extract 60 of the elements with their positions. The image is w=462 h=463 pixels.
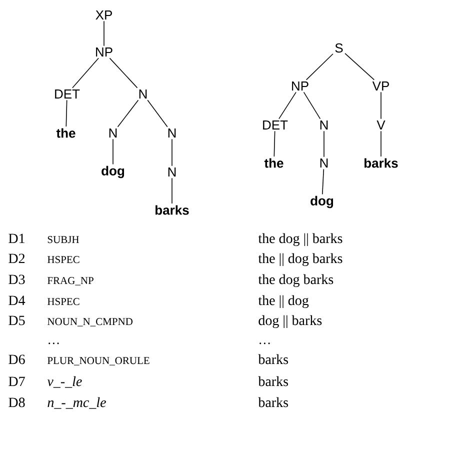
category-label: N bbox=[168, 168, 176, 176]
ellipsis: … bbox=[260, 342, 270, 344]
category-label: NP bbox=[96, 48, 112, 56]
category-label: V bbox=[376, 120, 386, 130]
word-label: barks bbox=[156, 205, 189, 215]
derivation-number: D4 bbox=[8, 296, 26, 306]
tree-branch bbox=[306, 53, 334, 80]
rule-name: HSPEC bbox=[48, 256, 80, 264]
tree-branch bbox=[274, 130, 276, 157]
tree-branch bbox=[72, 58, 99, 88]
category-label: N bbox=[320, 158, 328, 168]
category-label: N bbox=[109, 128, 117, 138]
derivation-number: D1 bbox=[8, 234, 24, 244]
rule-name: HSPEC bbox=[48, 298, 80, 306]
derivation-number: D8 bbox=[8, 398, 25, 408]
bracketed-string: the dog barks bbox=[258, 274, 334, 288]
word-label: barks bbox=[364, 158, 398, 168]
tree-branch bbox=[66, 100, 68, 127]
derivation-number: D7 bbox=[8, 376, 25, 386]
tree-branch bbox=[117, 100, 139, 128]
tree-branch bbox=[278, 92, 296, 120]
tree-branch bbox=[322, 168, 324, 195]
bracketed-string: barks bbox=[258, 376, 288, 386]
tree-branch bbox=[380, 130, 382, 157]
category-label: NP bbox=[292, 82, 308, 90]
rule-name: SUBJH bbox=[48, 236, 79, 244]
tree-branch bbox=[344, 53, 375, 80]
category-label: VP bbox=[372, 82, 389, 90]
tree-branch bbox=[109, 58, 138, 88]
rule-name: NOUN_N_CMPND bbox=[48, 318, 132, 326]
ellipsis: … bbox=[48, 342, 59, 344]
category-label: N bbox=[320, 120, 328, 130]
bracketed-string: barks bbox=[258, 397, 288, 408]
word-label: dog bbox=[102, 166, 124, 178]
bracketed-string: the || dog barks bbox=[258, 253, 342, 266]
tree-branch bbox=[303, 92, 321, 120]
derivation-number: D6 bbox=[8, 354, 25, 364]
word-label: the bbox=[56, 128, 76, 138]
rule-name: n_-_mc_le bbox=[48, 397, 106, 409]
word-label: the bbox=[264, 158, 284, 168]
derivation-number: D3 bbox=[8, 274, 25, 284]
rule-name: PLUR_NOUN_ORULE bbox=[48, 357, 150, 366]
word-label: dog bbox=[310, 196, 334, 208]
derivation-number: D5 bbox=[8, 316, 25, 326]
category-label: S bbox=[335, 43, 343, 53]
category-label: N bbox=[139, 90, 147, 98]
bracketed-string: the || dog bbox=[258, 295, 309, 308]
rule-name: FRAG_NP bbox=[48, 277, 94, 286]
category-label: N bbox=[168, 128, 176, 138]
category-label: DET bbox=[55, 90, 80, 98]
bracketed-string: dog || barks bbox=[258, 315, 322, 328]
category-label: XP bbox=[96, 10, 112, 20]
rule-name: v_-_le bbox=[47, 376, 82, 388]
tree-branch bbox=[380, 92, 382, 120]
tree-branch bbox=[112, 138, 114, 165]
category-label: DET bbox=[263, 120, 288, 130]
tree-branch bbox=[147, 100, 168, 128]
derivation-number: D2 bbox=[8, 254, 25, 264]
bracketed-string: barks bbox=[258, 354, 288, 364]
bracketed-string: the dog || barks bbox=[258, 233, 342, 246]
